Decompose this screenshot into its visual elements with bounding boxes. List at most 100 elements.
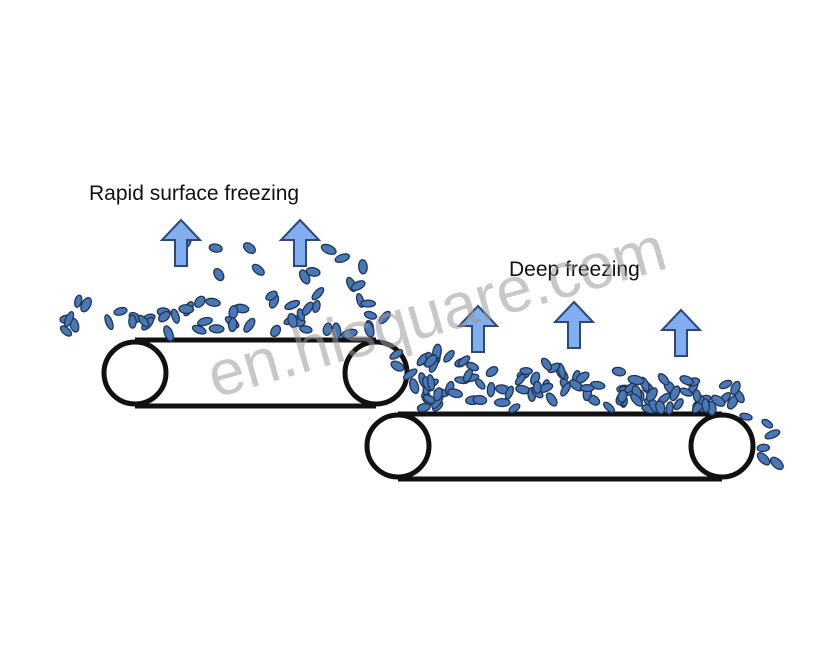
food-particle-icon <box>657 373 670 386</box>
food-particle-icon <box>485 366 499 378</box>
food-particle-icon <box>284 299 301 311</box>
food-particle-icon <box>170 308 181 324</box>
food-particle-icon <box>243 317 256 333</box>
food-particle-icon <box>158 310 171 323</box>
food-particle-icon <box>128 314 137 329</box>
food-particle-icon <box>447 388 463 399</box>
food-particle-icon <box>191 324 207 335</box>
food-particle-icon <box>718 379 733 390</box>
food-particle-icon <box>408 378 420 395</box>
food-particle-icon <box>433 387 443 402</box>
food-particle-icon <box>443 349 455 363</box>
food-particle-icon <box>287 312 298 329</box>
food-particle-icon <box>424 354 438 368</box>
food-particle-icon <box>305 266 321 277</box>
food-particle-icon <box>104 314 114 331</box>
food-particle-icon <box>178 304 195 315</box>
food-particle-icon <box>679 387 693 397</box>
food-particle-icon <box>322 322 333 337</box>
food-particle-icon <box>311 287 325 301</box>
food-particle-icon <box>679 375 694 386</box>
up-arrow-icon <box>552 300 596 349</box>
food-particle-icon <box>80 296 92 313</box>
food-particle-icon <box>63 311 75 327</box>
food-particle-icon <box>73 294 83 308</box>
food-particle-icon <box>519 366 533 376</box>
rapid-surface-freezing-label: Rapid surface freezing <box>89 182 299 205</box>
food-particle-icon <box>457 355 471 367</box>
food-particle-icon <box>579 384 595 393</box>
food-particle-icon <box>389 349 404 360</box>
food-particle-icon <box>59 325 73 337</box>
food-particle-icon <box>493 397 511 408</box>
food-particle-icon <box>416 402 431 413</box>
food-particle-icon <box>402 368 418 381</box>
food-particle-icon <box>299 325 313 334</box>
food-particle-icon <box>645 387 658 402</box>
food-particle-icon <box>730 380 741 396</box>
food-particle-icon <box>331 322 342 340</box>
food-particle-icon <box>545 392 558 407</box>
food-particle-icon <box>363 310 378 320</box>
food-particle-icon <box>213 267 225 282</box>
up-arrow-icon <box>456 304 500 353</box>
food-particle-icon <box>739 412 753 421</box>
food-particle-icon <box>692 389 702 403</box>
food-particle-icon <box>350 280 366 292</box>
food-particle-icon <box>540 357 553 371</box>
food-particle-icon <box>627 374 645 386</box>
cold-air-arrows <box>159 218 703 357</box>
up-arrow-icon <box>159 218 203 267</box>
food-particle-icon <box>113 306 128 316</box>
food-particle-icon <box>764 429 781 440</box>
deep-freezing-label: Deep freezing <box>509 258 640 281</box>
food-particle-icon <box>532 380 542 395</box>
food-particle-icon <box>630 393 643 407</box>
food-particle-icon <box>474 378 486 390</box>
food-particle-icon <box>357 259 368 275</box>
food-particle-icon <box>265 290 278 301</box>
food-particle-icon <box>472 394 488 406</box>
food-particle-icon <box>320 243 337 256</box>
food-particle-icon <box>617 389 628 403</box>
up-arrow-icon <box>659 308 703 357</box>
food-particle-icon <box>163 325 175 342</box>
food-particle-icon <box>422 394 436 404</box>
food-particle-icon <box>701 398 710 413</box>
food-particle-icon <box>270 324 282 338</box>
food-particle-icon <box>547 362 561 374</box>
food-particle-icon <box>462 368 473 383</box>
food-particle-icon <box>611 366 627 377</box>
food-particle-icon <box>251 263 265 276</box>
food-particle-icon <box>341 328 358 339</box>
food-particle-icon <box>378 310 391 325</box>
food-particle-icon <box>673 398 684 411</box>
food-particle-icon <box>208 324 225 334</box>
food-particle-icon <box>227 317 238 333</box>
food-particle-icon <box>363 321 375 338</box>
food-particle-icon <box>756 452 771 466</box>
up-arrow-icon <box>278 218 322 267</box>
food-particle-icon <box>360 299 377 308</box>
food-particle-icon <box>602 401 616 413</box>
food-particle-icon <box>137 314 150 328</box>
food-particle-icon <box>197 316 213 327</box>
food-particle-icon <box>508 403 521 414</box>
conveyor-belt-1 <box>101 337 410 409</box>
food-particles <box>59 238 784 471</box>
food-particle-icon <box>301 301 314 316</box>
food-particle-icon <box>761 418 774 429</box>
food-particle-icon <box>769 456 784 471</box>
food-particle-icon <box>193 295 206 308</box>
food-particle-icon <box>486 381 496 398</box>
conveyor-belt-2 <box>364 411 756 482</box>
food-particle-icon <box>205 297 221 307</box>
food-particle-icon <box>390 360 405 372</box>
food-particle-icon <box>665 401 674 415</box>
food-particle-icon <box>669 385 681 402</box>
conveyor-roller-icon <box>688 412 756 480</box>
conveyor-roller-icon <box>364 412 432 480</box>
food-particle-icon <box>710 394 726 407</box>
food-particle-icon <box>426 374 436 392</box>
food-particle-icon <box>334 253 351 263</box>
